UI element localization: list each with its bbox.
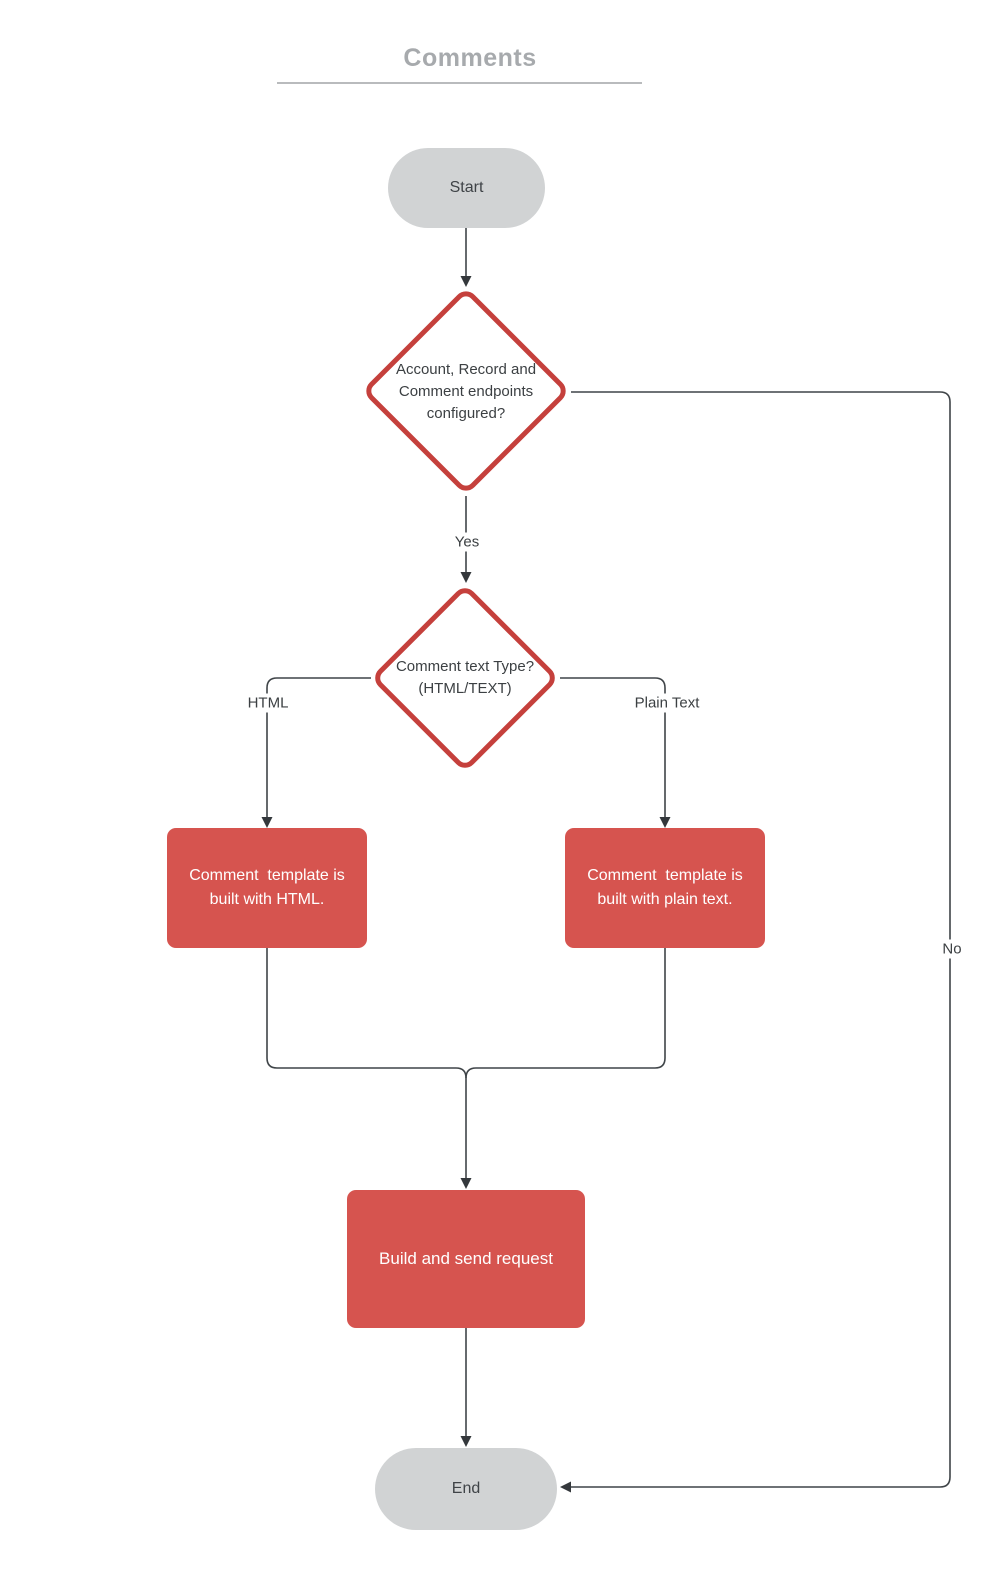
arrowhead-start-to-decision1 xyxy=(460,276,472,287)
arrowhead-merge-to-build xyxy=(460,1178,472,1189)
title-underline xyxy=(277,82,642,84)
start-node-label: Start xyxy=(449,179,484,196)
process-template-plain-text-label: Comment template is built with plain tex… xyxy=(587,867,743,908)
process-build-send-request-label: Build and send request xyxy=(379,1249,553,1268)
process-template-html: Comment template is built with HTML. xyxy=(167,828,367,948)
edge-decision2-to-plain-box xyxy=(560,677,666,817)
page-title: Comments xyxy=(403,44,537,72)
decision-endpoints-configured-label: Account, Record and Comment endpoints co… xyxy=(395,361,537,422)
process-template-html-label: Comment template is built with HTML. xyxy=(189,867,345,908)
edge-label-yes: Yes xyxy=(450,532,484,552)
arrowhead-to-html-box xyxy=(261,817,273,828)
edge-label-plain-text: Plain Text xyxy=(630,693,704,713)
edge-label-html: HTML xyxy=(243,693,293,713)
edge-label-no: No xyxy=(938,939,966,959)
arrowhead-to-plain-box xyxy=(659,817,671,828)
edge-htmlbox-to-merge xyxy=(266,948,467,1079)
process-build-send-request: Build and send request xyxy=(347,1190,585,1328)
arrowhead-no-to-end xyxy=(560,1481,571,1493)
end-node-label: End xyxy=(451,1480,481,1497)
start-node: Start xyxy=(388,148,545,228)
end-node: End xyxy=(375,1448,557,1530)
arrowhead-build-to-end xyxy=(460,1436,472,1447)
arrowhead-decision1-to-decision2 xyxy=(460,572,472,583)
edge-plainbox-to-merge xyxy=(465,948,666,1079)
process-template-plain-text: Comment template is built with plain tex… xyxy=(565,828,765,948)
edge-decision2-to-html-box xyxy=(266,677,371,817)
decision-comment-text-type-label: Comment text Type? (HTML/TEXT) xyxy=(395,658,535,697)
